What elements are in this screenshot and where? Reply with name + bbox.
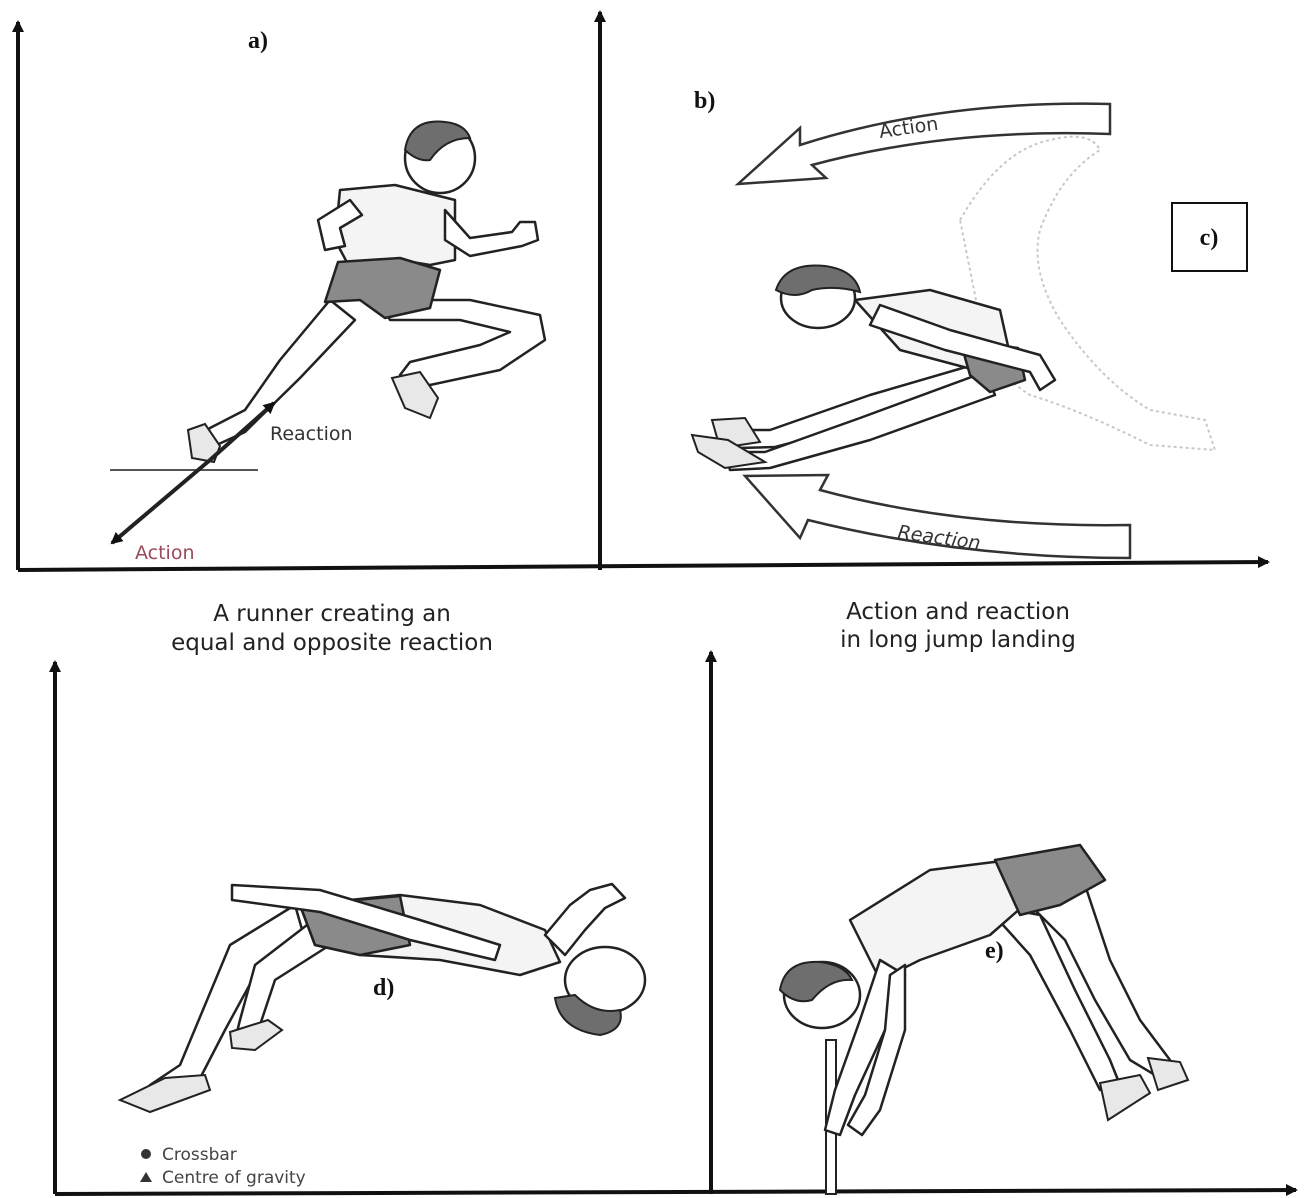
panel-label-e: e)	[985, 938, 1004, 964]
action-arrow	[112, 460, 210, 543]
vaulter-shoe-1	[1148, 1058, 1188, 1090]
runner-torso	[335, 185, 455, 268]
runner-figure	[110, 122, 545, 543]
axis-top-horizontal	[18, 562, 1268, 570]
runner-reaction-label: Reaction	[270, 423, 353, 445]
jumper-lower-leg	[725, 372, 995, 470]
runner-action-label: Action	[135, 542, 195, 564]
panel-label-d: d)	[373, 975, 394, 1001]
centre-of-gravity-legend-marker	[140, 1172, 152, 1182]
runner-front-arm	[445, 210, 538, 256]
axis-bottom-horizontal	[55, 1190, 1296, 1194]
panel-label-c: c)	[1200, 225, 1219, 251]
panel-label-b: b)	[694, 88, 715, 114]
runner-caption-line2: equal and opposite reaction	[171, 630, 493, 656]
panel-label-a: a)	[248, 28, 268, 54]
high-jumper-raised-arm	[545, 884, 625, 955]
high-jumper-shoe-1	[120, 1075, 210, 1112]
legend-centre-of-gravity: Centre of gravity	[162, 1168, 306, 1188]
long-jump-caption-line2: in long jump landing	[840, 627, 1076, 653]
ghost-figure	[960, 137, 1215, 450]
high-jumper-back-leg	[150, 905, 305, 1100]
legend-crossbar: Crossbar	[162, 1145, 237, 1165]
vaulter-figure	[780, 845, 1188, 1194]
crossbar-legend-marker	[141, 1149, 151, 1159]
axes-top	[18, 12, 1268, 570]
long-jump-figure	[692, 104, 1215, 558]
legend: Crossbar Centre of gravity	[140, 1145, 306, 1188]
vaulter-shoe-2	[1100, 1075, 1150, 1120]
runner-caption-line1: A runner creating an	[213, 601, 451, 627]
long-jump-caption-line1: Action and reaction	[846, 599, 1070, 625]
